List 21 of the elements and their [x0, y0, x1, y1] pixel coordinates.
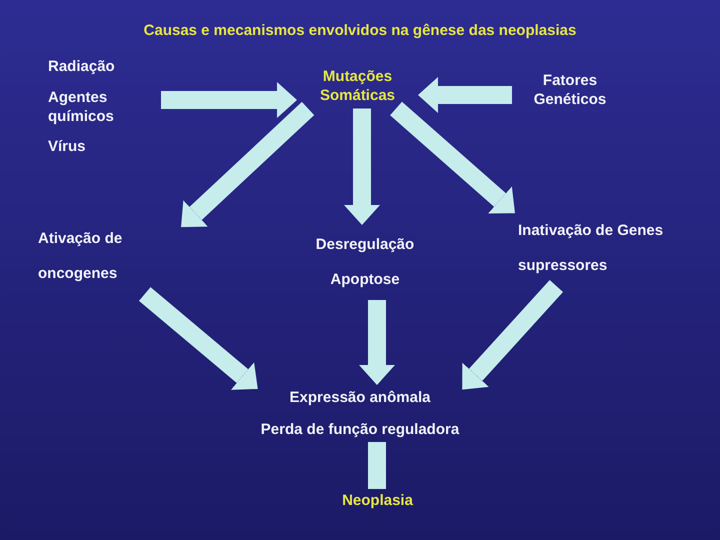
node-text: Neoplasia	[342, 492, 413, 511]
node-text: Desregulação Apoptose	[314, 235, 416, 290]
block-arrow	[344, 108, 380, 225]
node-text: Mutações Somáticas	[318, 68, 396, 106]
block-arrow	[181, 102, 314, 228]
node-text: Agentes químicos	[48, 88, 115, 126]
block-arrow	[418, 77, 512, 113]
node-text: Inativação de Genes supressores	[518, 221, 664, 276]
block-arrow	[359, 300, 395, 385]
node-text: Vírus	[48, 138, 86, 157]
node-text: Radiação	[48, 58, 115, 77]
connector-bar	[368, 442, 386, 489]
block-arrow	[161, 82, 297, 118]
block-arrow	[138, 287, 258, 390]
title: Causas e mecanismos envolvidos na gênese das neoplasias	[142, 22, 578, 39]
node-text: Expressão anômala	[290, 388, 430, 408]
block-arrow	[462, 280, 564, 390]
node-text: Perda de função reguladora	[260, 420, 460, 439]
block-arrow	[390, 102, 515, 214]
node-text: Fatores Genéticos	[532, 72, 608, 110]
node-text: Ativação de oncogenes	[38, 229, 124, 284]
